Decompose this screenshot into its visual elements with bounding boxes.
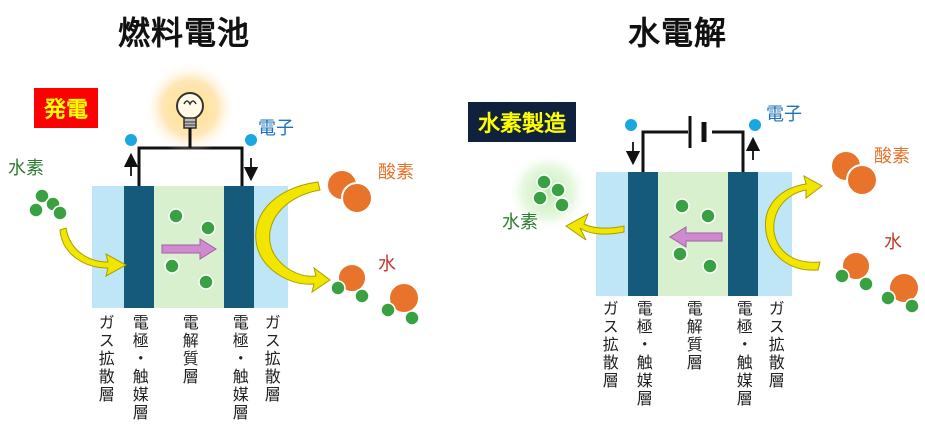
power-generation-badge: 発電: [34, 88, 99, 128]
hydrogen-inflow-arrow: [59, 227, 128, 277]
electrode-catalyst-layer: [124, 186, 154, 308]
light-bulb-icon: [144, 62, 236, 154]
water-molecule: [880, 272, 920, 314]
circuit-wire: [641, 130, 688, 172]
water-molecule: [330, 263, 370, 304]
fc-oxygen-label: 酸素: [378, 162, 414, 183]
fc-layer-label: 電極・触媒層: [129, 314, 149, 422]
hydrogen-glow: [508, 152, 588, 232]
electrode-catalyst-layer: [628, 172, 658, 296]
electron-dot: [749, 119, 761, 131]
el-water-label: 水: [884, 232, 902, 253]
hydrogen-molecules: [532, 174, 570, 213]
el-electron-label: 電子: [766, 104, 802, 125]
el-hydrogen-label: 水素: [502, 212, 538, 233]
el-layer-label: 電極・触媒層: [633, 300, 653, 408]
el-oxygen-label: 酸素: [874, 146, 910, 167]
el-layer-label: 電極・触媒層: [733, 300, 753, 408]
circuit-wire: [712, 130, 745, 172]
fc-water-label: 水: [378, 254, 396, 275]
oxygen-molecule: [326, 169, 373, 214]
electron-dot: [625, 119, 637, 131]
water-molecule: [380, 282, 420, 326]
electrode-catalyst-layer: [224, 186, 254, 308]
hydrogen-outflow-arrow: [565, 212, 625, 241]
gas-diffusion-layer: [92, 186, 124, 308]
electrolysis-title: 水電解: [628, 14, 728, 52]
fuel-cell-title: 燃料電池: [118, 14, 251, 52]
fc-electron-label: 電子: [258, 118, 294, 139]
proton-dots: [672, 198, 718, 274]
battery-icon: [688, 116, 707, 148]
water-molecule: [834, 251, 874, 292]
el-layer-label: 電解質層: [683, 300, 703, 372]
hydrogen-production-badge: 水素製造: [468, 102, 577, 142]
el-layer-label: ガス拡散層: [765, 300, 785, 390]
water-oxygen-flow-arrow: [764, 175, 823, 271]
oxygen-water-flow-arrow: [255, 181, 331, 294]
proton-flow-arrow: [669, 226, 723, 248]
electron-dot: [245, 134, 257, 146]
electron-dot: [125, 134, 137, 146]
oxygen-molecule: [830, 150, 878, 196]
fc-layer-label: 電極・触媒層: [229, 314, 249, 422]
el-layer-label: ガス拡散層: [599, 300, 619, 390]
proton-flow-arrow: [161, 238, 217, 260]
fc-layer-label: 電解質層: [179, 314, 199, 386]
fc-layer-label: ガス拡散層: [95, 314, 115, 404]
fc-hydrogen-label: 水素: [8, 158, 44, 179]
proton-dots: [164, 208, 216, 290]
electrode-catalyst-layer: [728, 172, 758, 296]
fc-layer-label: ガス拡散層: [261, 314, 281, 404]
hydrogen-molecules: [28, 188, 68, 221]
